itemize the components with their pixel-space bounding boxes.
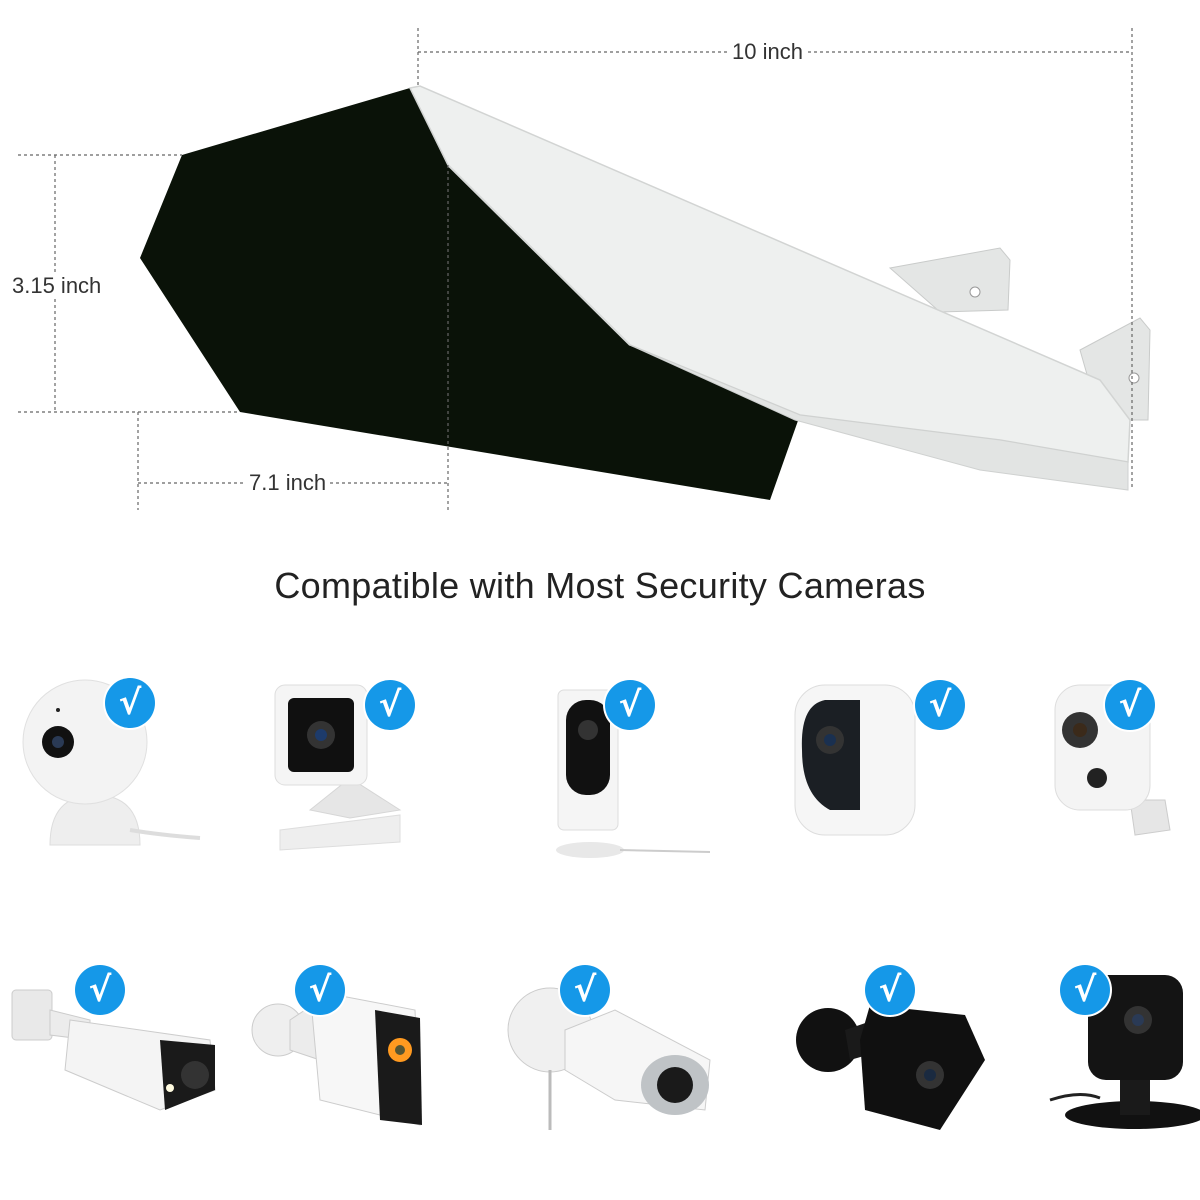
spotlight-camera-icon bbox=[251, 989, 422, 1126]
outdoor-bullet-camera-icon bbox=[507, 987, 711, 1130]
cube-camera-icon bbox=[274, 684, 402, 851]
check-badge-icon: √ bbox=[560, 965, 610, 1015]
bracket-hole-lower bbox=[1128, 372, 1140, 384]
height-dimension-label: 3.15 inch bbox=[8, 273, 106, 299]
check-badge-icon: √ bbox=[365, 680, 415, 730]
camera-tile: √ bbox=[505, 950, 715, 1170]
camera-tile: √ bbox=[10, 950, 220, 1170]
bullet-poe-camera-icon bbox=[11, 989, 216, 1111]
check-badge-icon: √ bbox=[865, 965, 915, 1015]
mounting-bracket-upper bbox=[888, 247, 1011, 313]
camera-tile: √ bbox=[1040, 950, 1200, 1170]
camera-tile: √ bbox=[260, 660, 470, 880]
battery-camera-icon bbox=[794, 684, 916, 836]
check-badge-icon: √ bbox=[105, 678, 155, 728]
compatibility-headline: Compatible with Most Security Cameras bbox=[274, 565, 926, 606]
check-badge-icon: √ bbox=[1060, 965, 1110, 1015]
depth-dimension-label: 7.1 inch bbox=[245, 470, 331, 496]
camera-tile: √ bbox=[1045, 660, 1200, 880]
camera-tile: √ bbox=[250, 950, 460, 1170]
check-badge-icon: √ bbox=[915, 680, 965, 730]
mini-indoor-camera-icon bbox=[1049, 975, 1200, 1129]
hood-dark-side bbox=[140, 88, 800, 500]
camera-tile: √ bbox=[10, 660, 220, 880]
check-badge-icon: √ bbox=[1105, 680, 1155, 730]
camera-tile: √ bbox=[790, 660, 1000, 880]
camera-tile: √ bbox=[790, 950, 1000, 1170]
check-badge-icon: √ bbox=[295, 965, 345, 1015]
black-battery-camera-mount-icon bbox=[796, 1005, 985, 1130]
check-badge-icon: √ bbox=[605, 680, 655, 730]
hood-fold-line bbox=[447, 164, 631, 346]
camera-tile: √ bbox=[540, 660, 750, 880]
stick-up-camera-icon bbox=[556, 689, 711, 858]
check-badge-icon: √ bbox=[75, 965, 125, 1015]
hood-side-flap bbox=[629, 344, 1129, 491]
bracket-hole-upper bbox=[969, 286, 981, 298]
width-dimension-label: 10 inch bbox=[728, 39, 807, 65]
